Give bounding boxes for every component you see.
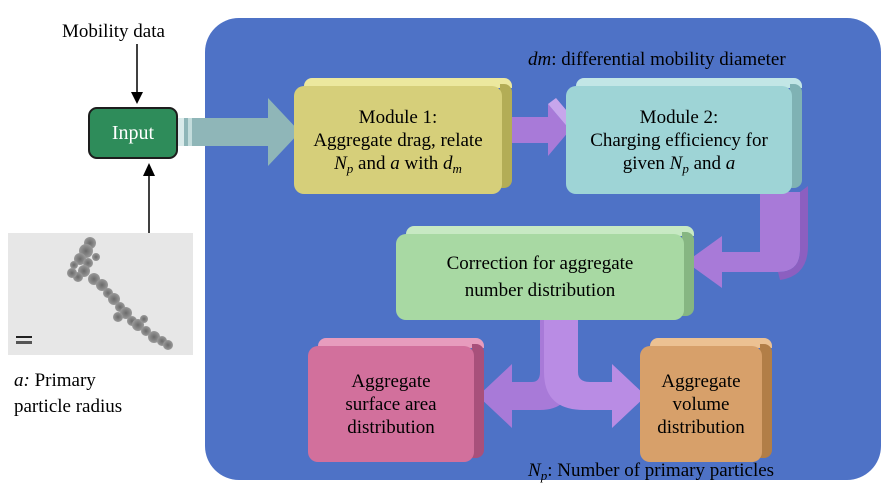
a-symbol: a:	[14, 370, 30, 391]
module2-line3: given Np and a	[622, 152, 736, 176]
correction-node[interactable]: Correction for aggregate number distribu…	[396, 226, 694, 322]
volume-line1: Aggregate	[661, 370, 741, 392]
module1-line2: Aggregate drag, relate	[313, 129, 483, 151]
volume-line3: distribution	[657, 416, 745, 438]
module2-title: Module 2:	[639, 106, 719, 128]
np-symbol: N	[528, 460, 541, 481]
input-label: Input	[111, 122, 155, 144]
dm-definition: dm: differential mobility diameter	[528, 49, 786, 71]
aggregate-image	[16, 237, 173, 350]
correction-line2: number distribution	[464, 280, 616, 301]
module2-node[interactable]: Module 2: Charging efficiency for given …	[566, 78, 802, 196]
a-definition-line1: a: Primary	[14, 370, 96, 391]
mobility-data-label: Mobility data	[62, 21, 165, 42]
module2-line2: Charging efficiency for	[590, 129, 768, 151]
surface-line1: Aggregate	[351, 370, 431, 392]
arrow-mobility-to-input	[131, 44, 143, 104]
module1-title: Module 1:	[358, 106, 438, 128]
correction-line1: Correction for aggregate	[446, 253, 634, 274]
volume-node[interactable]: Aggregate volume distribution	[640, 338, 772, 464]
dm-symbol: dm	[528, 49, 552, 70]
np-definition: Np: Number of primary particles	[528, 460, 775, 483]
surface-line3: distribution	[347, 416, 435, 438]
module1-node[interactable]: Module 1: Aggregate drag, relate Np and …	[294, 78, 512, 196]
np-definition-text: : Number of primary particles	[547, 460, 775, 481]
arrow-input-to-module1	[176, 98, 300, 166]
particle-micrograph	[8, 233, 193, 355]
input-node[interactable]: Input	[88, 107, 178, 159]
dm-definition-text: : differential mobility diameter	[551, 49, 786, 70]
surface-area-node[interactable]: Aggregate surface area distribution	[308, 338, 484, 464]
arrow-correction-to-volume	[544, 318, 646, 428]
a-definition-line2: particle radius	[14, 396, 123, 417]
arrow-module2-to-correction	[686, 186, 808, 288]
module1-line3: Np and a with dm	[334, 152, 462, 176]
surface-line2: surface area	[345, 393, 437, 415]
volume-line2: volume	[672, 393, 730, 415]
